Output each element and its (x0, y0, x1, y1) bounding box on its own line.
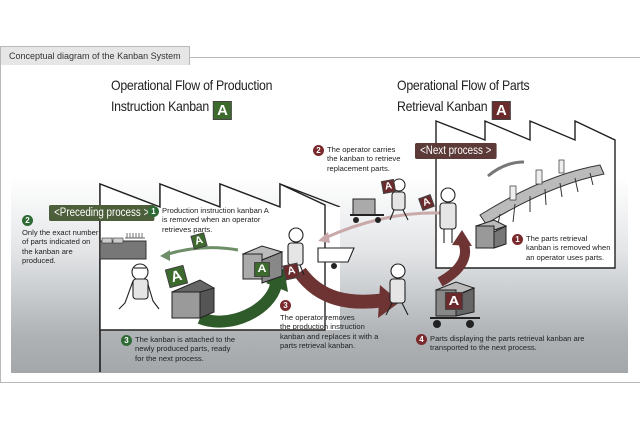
worker-next-process-icon (439, 187, 457, 243)
retrieval-step-4: 4 Parts displaying the parts retrieval k… (416, 334, 585, 353)
production-step-2: 2 Only the exact number of parts indicat… (22, 215, 99, 266)
parts-box-left (170, 279, 216, 319)
preceding-process-label: <Preceding process > (49, 205, 155, 221)
production-kanban-heading: Operational Flow of Production Instructi… (111, 77, 273, 120)
parts-box-next-process (474, 219, 508, 249)
worker-producing-icon (118, 263, 160, 310)
next-process-label: <Next process > (415, 143, 497, 159)
worker-carrying-kanban-icon (389, 178, 409, 221)
retrieval-kanban-card: A (282, 262, 301, 281)
retrieval-kanban-card: A (380, 178, 397, 195)
production-step-1: 1 Production instruction kanban A is rem… (148, 206, 269, 234)
production-step-3: 3 The kanban is attached to the newly pr… (121, 335, 235, 363)
hand-cart-empty-icon (350, 198, 384, 223)
worker-replacing-kanban-icon (287, 227, 355, 276)
production-kanban-badge: A (213, 101, 233, 120)
retrieval-kanban-badge: A (491, 101, 511, 120)
production-machine-icon (99, 233, 147, 260)
retrieval-step-2: 2 The operator carries the kanban to ret… (313, 145, 400, 173)
worker-transporting-icon (385, 263, 409, 316)
retrieval-step-3: 3 The operator removes the production in… (280, 300, 379, 351)
retrieval-kanban-card: A (444, 292, 464, 310)
production-kanban-card: A (254, 262, 270, 277)
diagram-title-tab: Conceptual diagram of the Kanban System (0, 46, 190, 65)
conveyor-icon (479, 159, 605, 245)
retrieval-kanban-heading: Operational Flow of Parts Retrieval Kanb… (397, 77, 530, 120)
retrieval-step-1: 1 The parts retrieval kanban is removed … (512, 234, 610, 262)
